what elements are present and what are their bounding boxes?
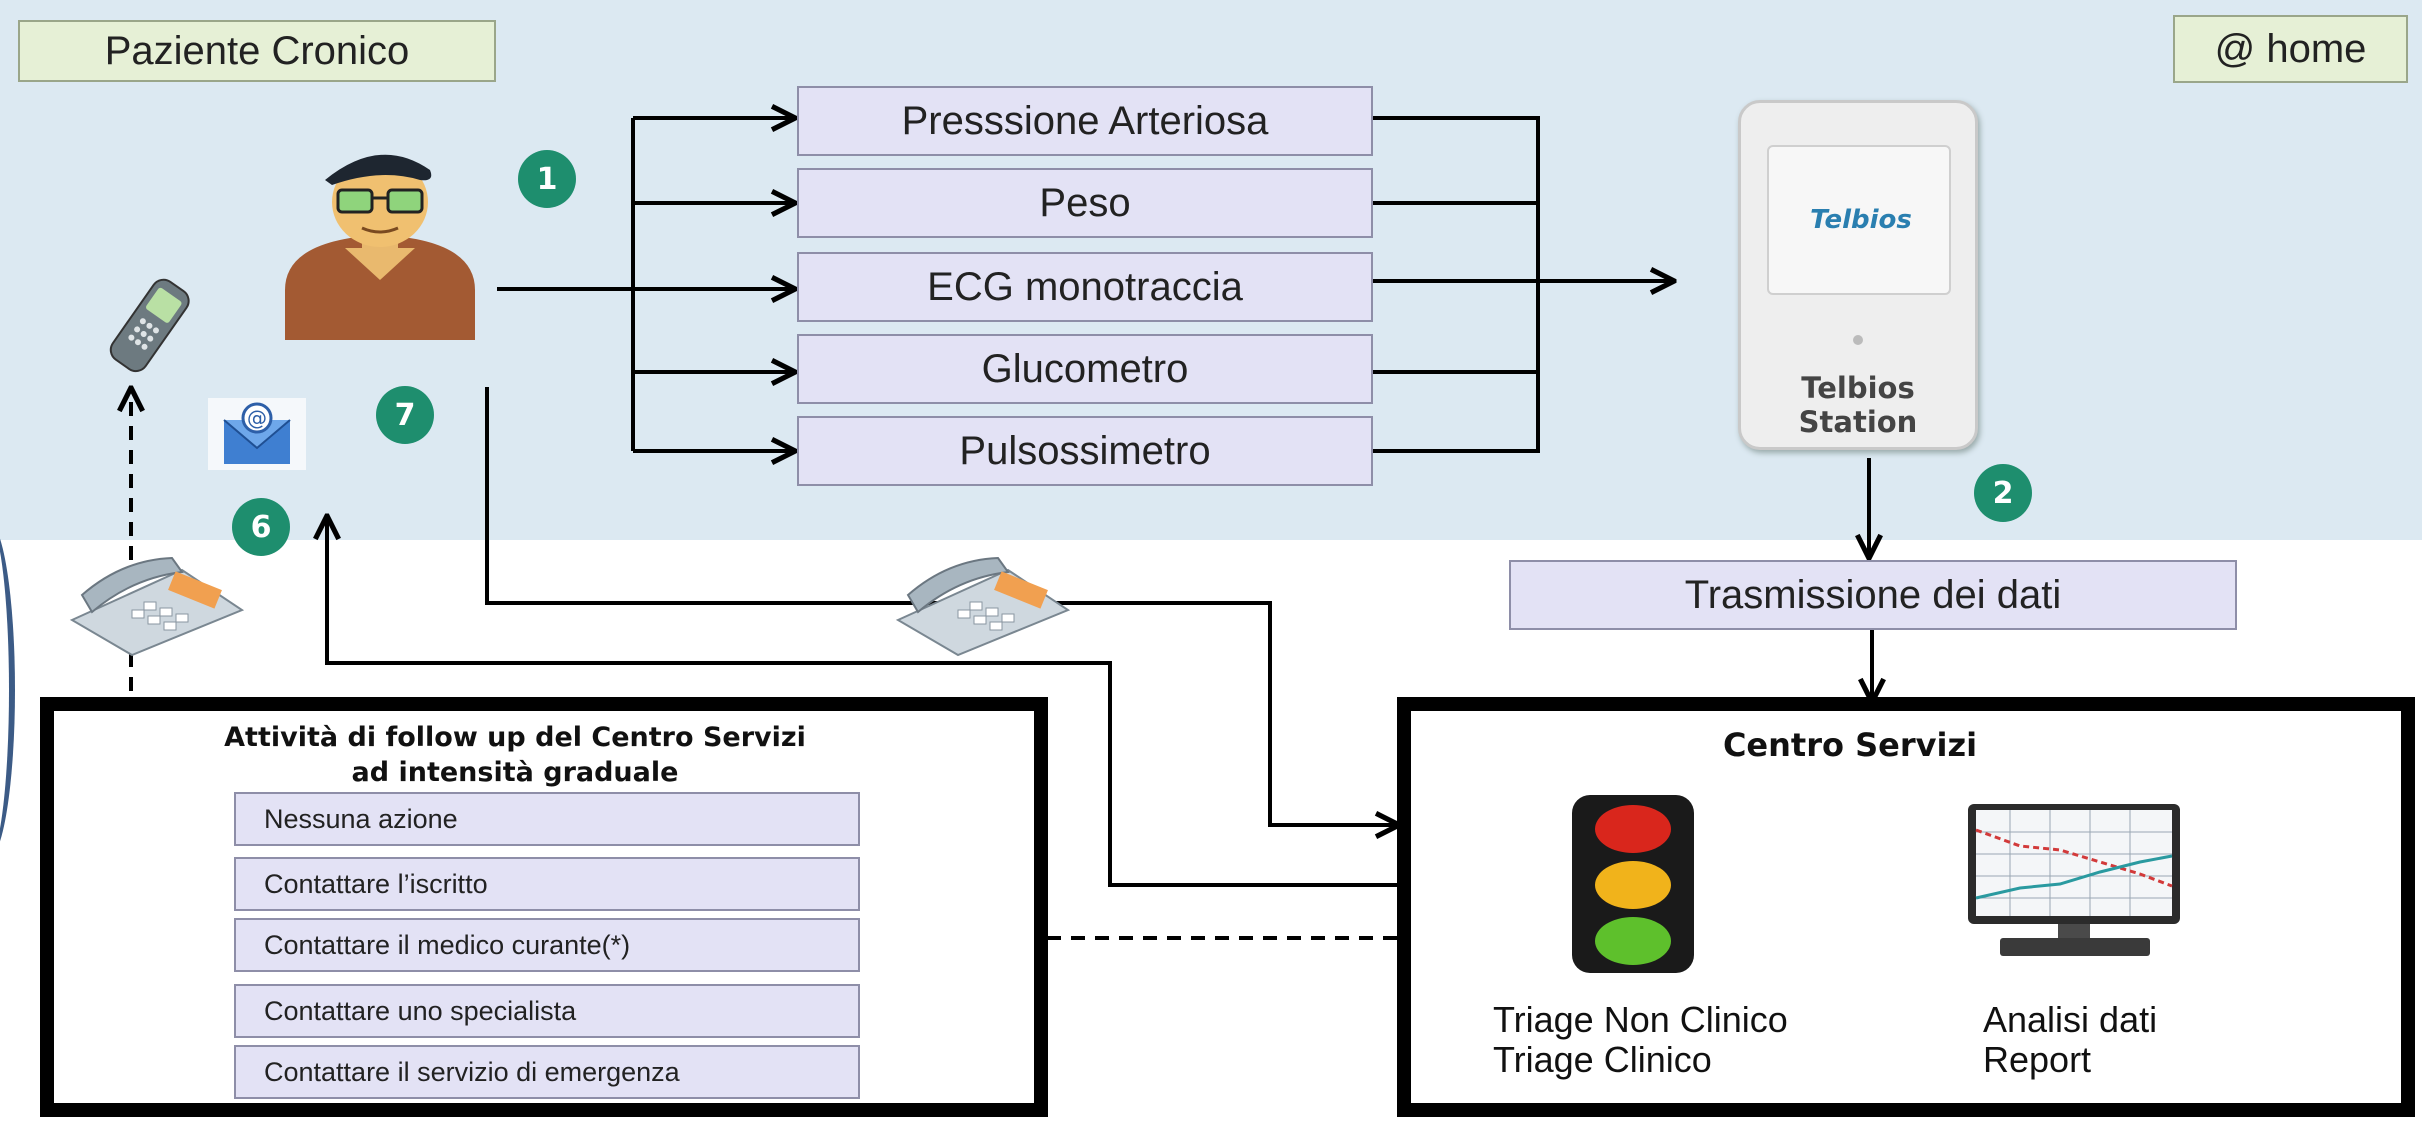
followup-action-none: Nessuna azione xyxy=(234,792,860,846)
station-title-1: Telbios xyxy=(1801,371,1915,405)
followup-action-emergency: Contattare il servizio di emergenza xyxy=(234,1045,860,1099)
followup-action-contact-gp: Contattare il medico curante(*) xyxy=(234,918,860,972)
yellow-light xyxy=(1595,861,1671,909)
device-weight: Peso xyxy=(797,168,1373,238)
mobile-phone-icon xyxy=(95,278,205,373)
green-light xyxy=(1595,917,1671,965)
patient-label: Paziente Cronico xyxy=(18,20,496,82)
centro-servizi-title: Centro Servizi xyxy=(1722,726,1978,764)
station-brand: Telbios xyxy=(1810,205,1912,235)
device-ecg: ECG monotraccia xyxy=(797,252,1373,322)
step-badge-6: 6 xyxy=(232,498,290,556)
centro-return-path xyxy=(327,518,1397,887)
followup-action-contact-member: Contattare l’iscritto xyxy=(234,857,860,911)
desk-phone-icon xyxy=(888,550,1078,660)
left-edge-decoration xyxy=(0,520,15,860)
patient-call-path xyxy=(485,387,1397,825)
station-led xyxy=(1853,335,1863,345)
telbios-station-icon: Telbios Telbios Station xyxy=(1738,100,1978,450)
devices-merge-line xyxy=(1373,116,1540,453)
step-badge-2: 2 xyxy=(1974,464,2032,522)
home-label: @ home xyxy=(2173,15,2408,83)
triage-label-2: Triage Clinico xyxy=(1493,1039,1712,1080)
svg-text:@: @ xyxy=(247,406,267,430)
device-glucometer: Glucometro xyxy=(797,334,1373,404)
device-pressure: Presssione Arteriosa xyxy=(797,86,1373,156)
desk-phone-icon xyxy=(62,550,252,660)
triage-label-1: Triage Non Clinico xyxy=(1493,999,1788,1040)
analysis-label-2: Report xyxy=(1983,1039,2092,1080)
followup-title-1: Attività di follow up del Centro Servizi xyxy=(224,722,806,753)
email-icon: @ xyxy=(208,398,306,470)
station-title-2: Station xyxy=(1798,405,1918,439)
station-screen: Telbios xyxy=(1767,145,1951,295)
red-light xyxy=(1595,805,1671,853)
patient-icon xyxy=(270,140,490,340)
followup-action-contact-specialist: Contattare uno specialista xyxy=(234,984,860,1038)
device-oximeter: Pulsossimetro xyxy=(797,416,1373,486)
followup-title-2: ad intensità graduale xyxy=(351,757,679,788)
step-badge-7: 7 xyxy=(376,386,434,444)
analysis-label-1: Analisi dati xyxy=(1983,999,2158,1040)
step-badge-1: 1 xyxy=(518,150,576,208)
chart-monitor-icon xyxy=(1960,800,2190,960)
centro-servizi-panel xyxy=(1397,697,2415,1117)
traffic-light-icon xyxy=(1572,795,1694,973)
transmission-box: Trasmissione dei dati xyxy=(1509,560,2237,630)
